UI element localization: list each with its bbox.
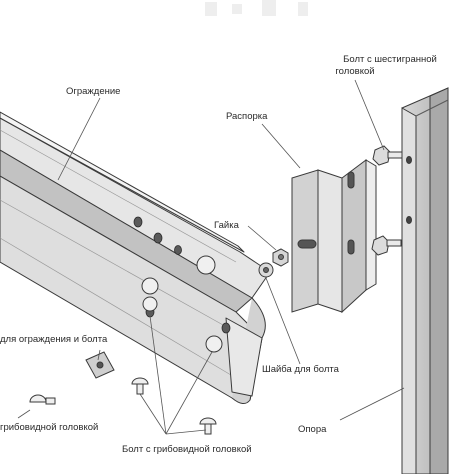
label-mushroom-head-fragment: грибовидной головкой: [0, 422, 99, 433]
leader-nut: [247, 225, 277, 251]
spacer: [291, 159, 377, 314]
mushroom-bolt-head: [141, 277, 159, 295]
spacer-slot: [297, 239, 317, 249]
leader-square-washer: [97, 349, 101, 361]
leader-guard: [57, 97, 101, 181]
leader-mushroom-4: [165, 429, 207, 435]
square-washer: [85, 351, 115, 379]
hex-bolt-upper: [372, 145, 403, 166]
leader-lines: [17, 79, 405, 435]
leader-post: [339, 387, 405, 421]
label-post: Опора: [298, 424, 327, 435]
rail-hole: [221, 322, 231, 334]
leader-mushroom-1: [139, 393, 167, 435]
label-nut: Гайка: [214, 220, 239, 231]
leader-hex-bolt: [354, 79, 385, 151]
nut: [272, 248, 289, 267]
mushroom-bolt-loose: [131, 377, 149, 395]
spacer-slot: [347, 171, 355, 189]
rail-hole: [153, 232, 163, 244]
post-hole: [406, 156, 412, 164]
mushroom-bolt-loose: [29, 394, 56, 405]
label-washer-for-guard-and-bolt: для ограждения и болта: [0, 334, 108, 345]
post-hole: [406, 216, 412, 224]
rail-hole: [133, 216, 143, 228]
leader-mushroom-2: [149, 315, 167, 435]
label-washer-for-bolt: Шайба для болта: [262, 364, 339, 375]
label-guard: Ограждение: [66, 86, 121, 97]
label-spacer: Распорка: [226, 111, 268, 122]
spacer-slot: [347, 239, 355, 255]
background-artifact: [205, 0, 308, 16]
mushroom-bolt-loose: [199, 417, 217, 435]
washer-for-bolt: [258, 262, 274, 278]
post: [401, 87, 449, 474]
leader-spacer: [261, 123, 301, 169]
leader-mushroom-3: [165, 351, 213, 435]
leader-mushroom-left: [17, 409, 31, 419]
rail-hole: [174, 245, 182, 255]
mushroom-bolt-head: [142, 296, 158, 312]
leader-washer: [265, 277, 301, 365]
hex-bolt-lower: [371, 235, 402, 256]
label-mushroom-head-bolt: Болт с грибовидной головкой: [122, 444, 252, 455]
rail-bolt-heads: [141, 255, 223, 353]
label-hex-bolt-line2: головкой: [335, 66, 375, 77]
label-hex-bolt-line1: Болт с шестигранной: [343, 54, 437, 65]
mushroom-bolt-head: [196, 255, 216, 275]
guardrail-beam: [0, 111, 271, 404]
mushroom-bolt-head: [205, 335, 223, 353]
